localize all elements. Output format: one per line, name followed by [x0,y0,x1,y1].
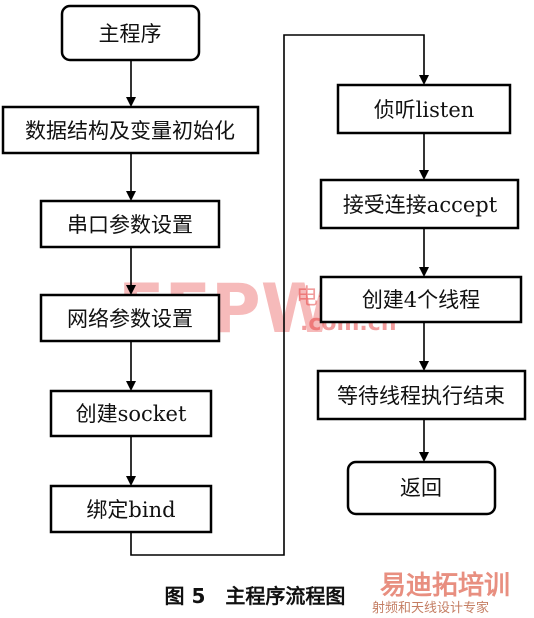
node-threads: 创建4个线程 [319,275,523,324]
watermark-site: 易迪拓培训 射频和天线设计专家 [372,571,510,616]
watermark-site-sub: 射频和天线设计专家 [372,600,489,616]
node-accept-label: 接受连接accept [343,193,498,217]
watermark-site-name: 易迪拓培训 [380,571,510,601]
node-return-label: 返回 [400,476,442,500]
node-bind-label: 绑定bind [86,498,175,522]
node-network-label: 网络参数设置 [67,307,193,331]
node-return: 返回 [346,460,497,516]
node-listen-label: 侦听listen [374,98,475,122]
figure-caption: 图 5 主程序流程图 [165,584,346,608]
node-socket-label: 创建socket [76,402,187,426]
node-wait: 等待线程执行结束 [316,369,527,421]
node-wait-label: 等待线程执行结束 [337,384,505,408]
node-accept: 接受连接accept [319,178,520,230]
node-socket: 创建socket [49,389,213,438]
node-threads-label: 创建4个线程 [362,288,480,312]
node-serial-label: 串口参数设置 [67,213,193,237]
node-serial: 串口参数设置 [39,199,221,249]
node-main: 主程序 [60,4,201,62]
node-network: 网络参数设置 [39,293,221,343]
node-init-label: 数据结构及变量初始化 [25,119,235,143]
node-listen: 侦听listen [336,83,512,135]
node-bind: 绑定bind [49,484,213,534]
arrow-bind-to-listen [130,34,429,556]
node-main-label: 主程序 [99,22,162,46]
node-init: 数据结构及变量初始化 [1,105,260,155]
